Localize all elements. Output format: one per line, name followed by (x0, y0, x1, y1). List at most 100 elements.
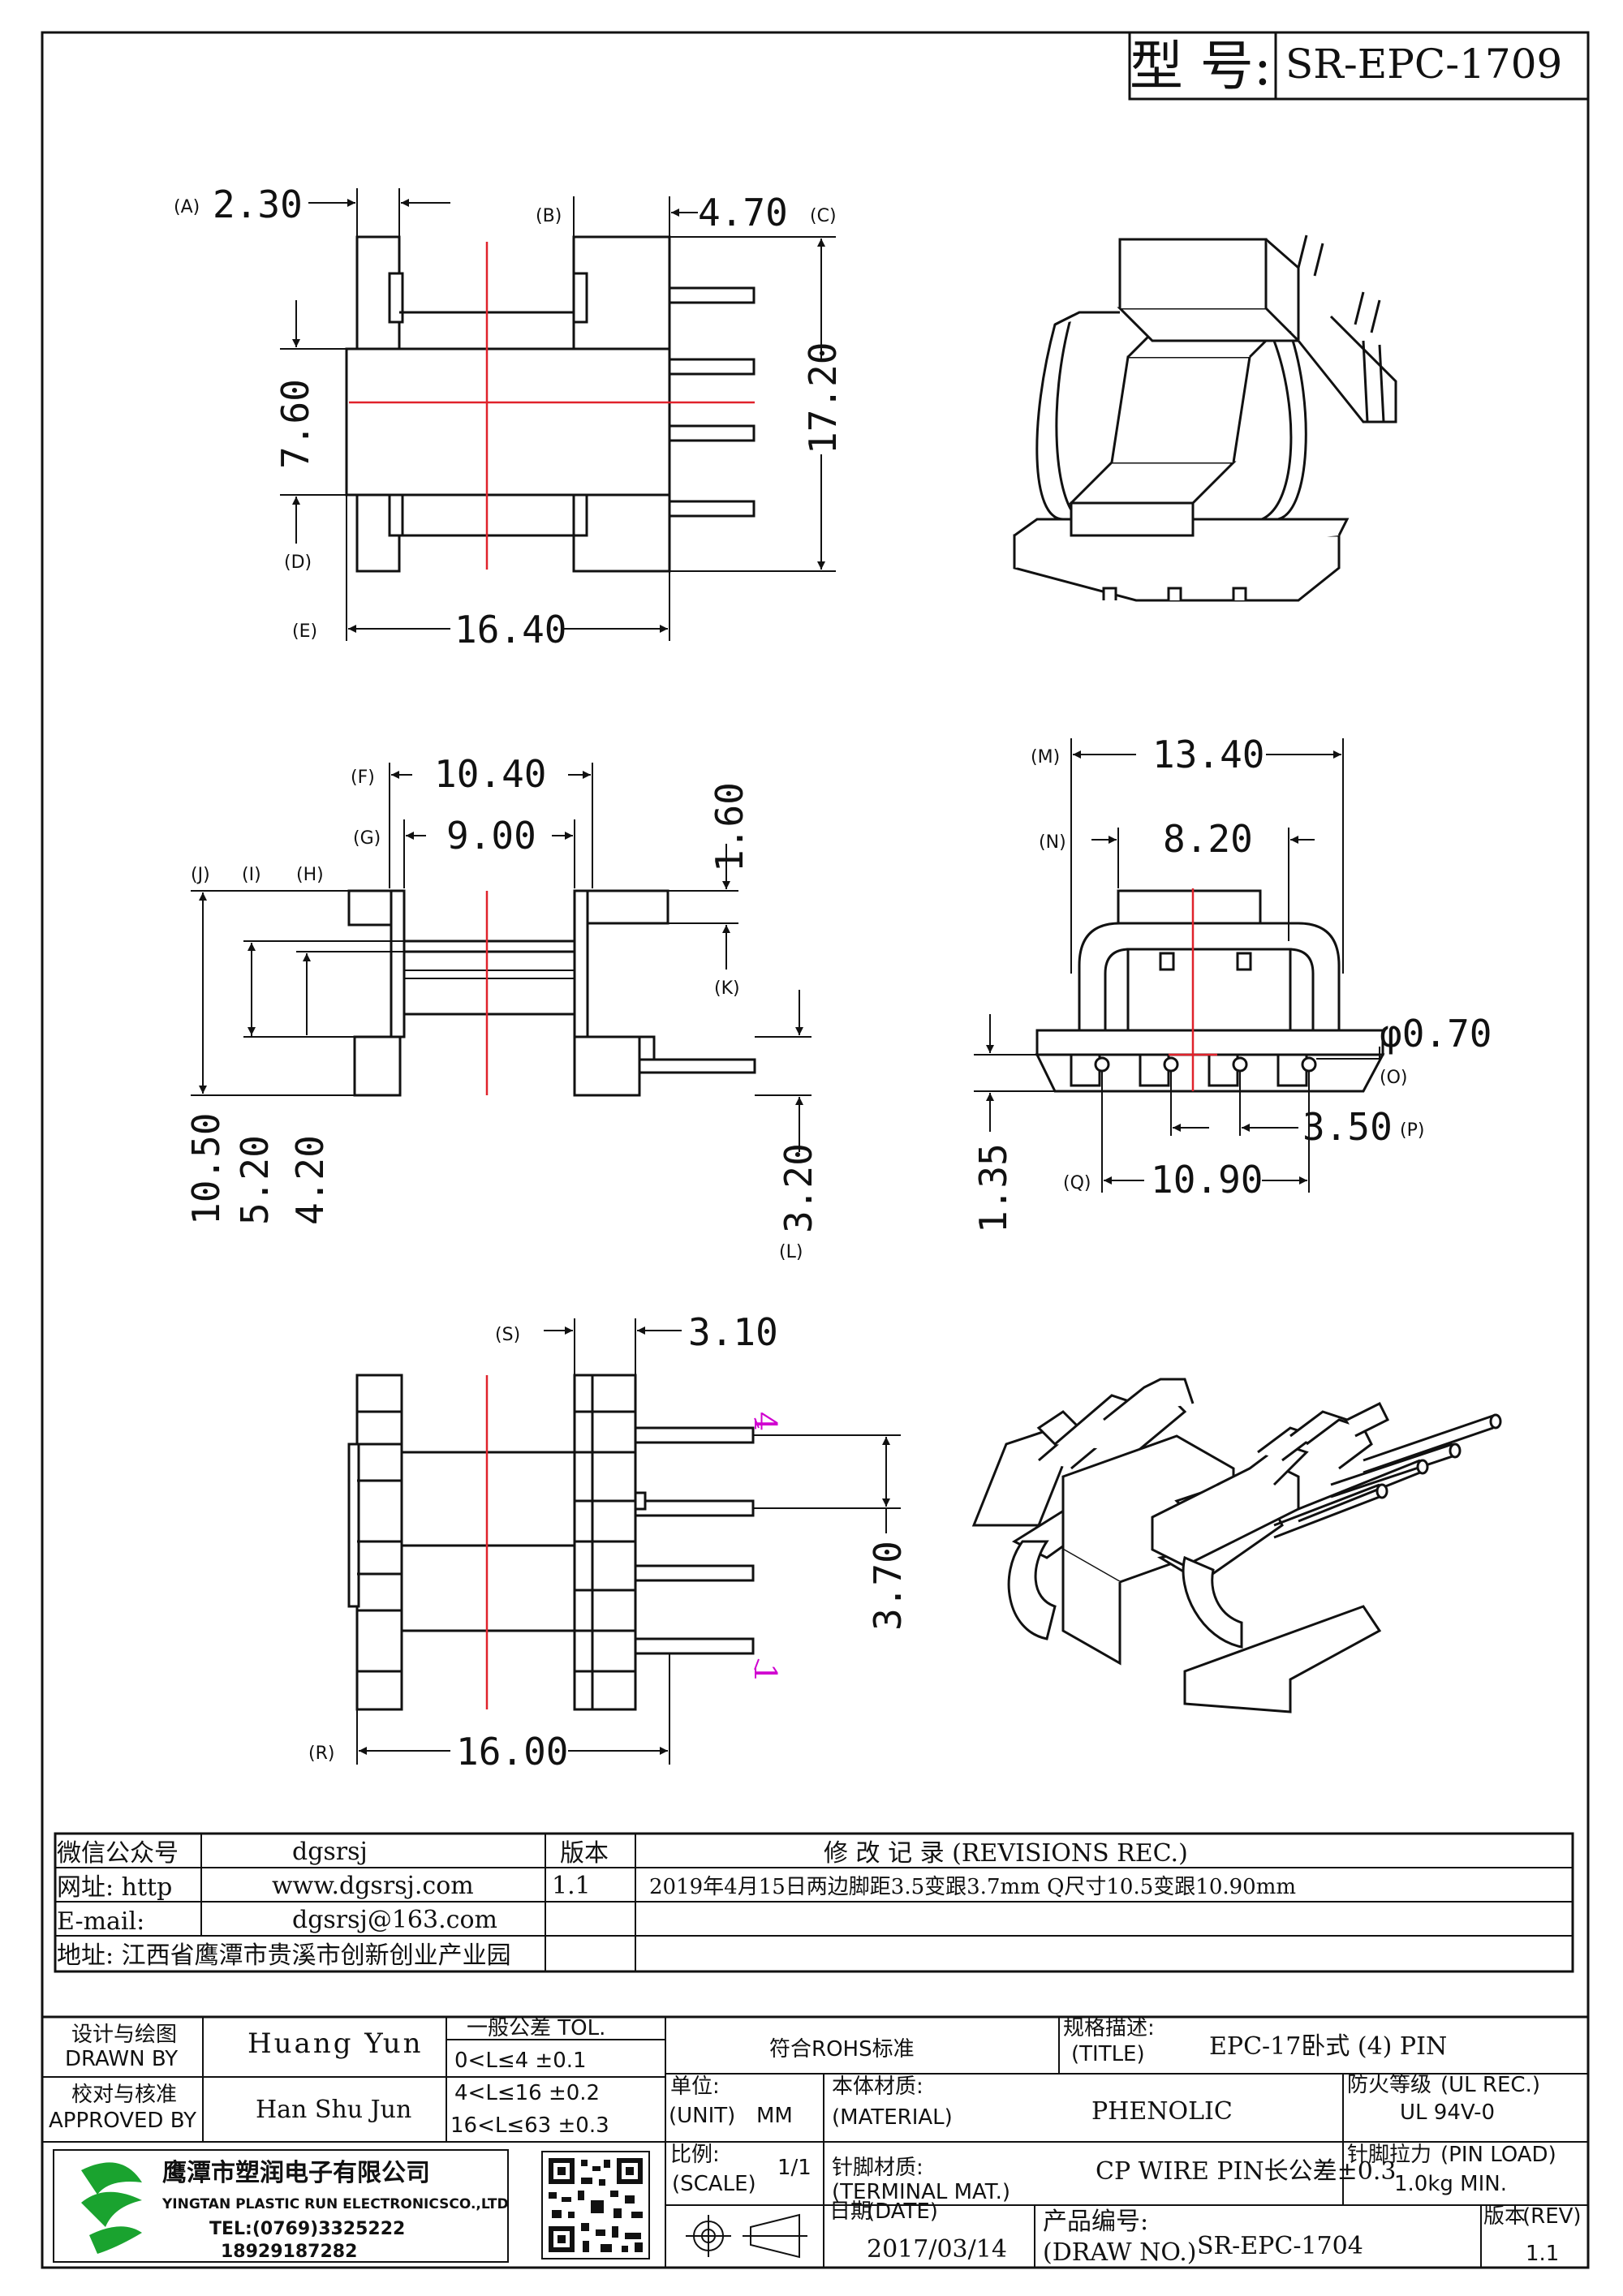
checker-cn: 校对与核准 (71, 2083, 177, 2107)
dim-370: 3.70 (866, 1541, 910, 1631)
drawno-cn: 产品编号: (1043, 2208, 1148, 2236)
terminal-cn: 针脚材质: (832, 2156, 923, 2180)
dim-e: 16.40 (454, 608, 566, 651)
dim-m: 13.40 (1152, 733, 1264, 776)
checker-name: Han Shu Jun (256, 2096, 411, 2124)
company-logo-icon (81, 2162, 142, 2254)
view-end (1035, 888, 1385, 1093)
date-cn: 日期 (829, 2199, 872, 2224)
pin-label-last: 4 (747, 1412, 783, 1431)
view-iso-top (1013, 234, 1397, 602)
dim-letter-q: (Q) (1063, 1173, 1091, 1193)
dim-520: 5.20 (233, 1135, 277, 1225)
dims-front: (F) 10.40 (G) 9.00 1.60 (K) (J) (I) (H) … (184, 752, 820, 1262)
dims-bottom: (S) 3.10 3.70 4 1 (R) 16.00 (308, 1310, 910, 1774)
dim-o: φ0.70 (1380, 1012, 1492, 1056)
dim-letter-o: (O) (1380, 1068, 1408, 1088)
rev-value: 1.1 (1526, 2242, 1559, 2266)
drawno-value: SR-EPC-1704 (1197, 2232, 1363, 2260)
rev-en: (REV) (1522, 2204, 1582, 2229)
dim-l: 3.20 (777, 1143, 820, 1233)
web-label: 网址: http (57, 1873, 172, 1902)
dim-letter-g: (G) (353, 828, 381, 849)
dim-760: 7.60 (273, 379, 317, 469)
checker-en: APPROVED BY (49, 2109, 196, 2133)
records-header: 修 改 记 录 (REVISIONS REC.) (824, 1839, 1188, 1868)
model-value: SR-EPC-1709 (1285, 41, 1562, 88)
designer-cn: 设计与绘图 (71, 2023, 177, 2047)
terminal-value: CP WIRE PIN长公差±0.3 (1096, 2157, 1397, 2186)
company-tel: TEL:(0769)3325222 (209, 2219, 405, 2239)
record-1: 2019年4月15日两边脚距3.5变跟3.7mm Q尺寸10.5变跟10.90m… (649, 1875, 1296, 1899)
pinload-en: (PIN LOAD) (1440, 2143, 1556, 2167)
dim-n: 8.20 (1163, 817, 1253, 861)
dim-letter-a: (A) (174, 197, 200, 217)
dim-r: 16.00 (456, 1730, 568, 1774)
dim-letter-b: (B) (536, 206, 562, 226)
material-cn: 本体材质: (832, 2075, 923, 2099)
dim-letter-k: (K) (714, 978, 740, 999)
dim-q: 10.90 (1151, 1158, 1263, 1202)
revision-table: 微信公众号 dgsrsj 网址: http www.dgsrsj.com E-m… (54, 1832, 1574, 1973)
unit-value: MM (756, 2104, 793, 2128)
dim-letter-e: (E) (292, 621, 317, 642)
scale-cn: 比例: (670, 2143, 720, 2167)
material-en: (MATERIAL) (832, 2105, 953, 2130)
company-mobile: 18929187282 (221, 2242, 357, 2262)
spec-value: EPC-17卧式 (4) PIN (1209, 2032, 1447, 2061)
dim-s: 3.10 (688, 1310, 778, 1354)
dims-side: (A) 2.30 (B) 4.70 (C) 17.20 7.60 (D) (E)… (174, 183, 845, 651)
view-iso-bottom (971, 1378, 1502, 1713)
spec-en: (TITLE) (1071, 2042, 1145, 2066)
email-value: dgsrsj@163.com (292, 1906, 497, 1934)
view-front (347, 889, 756, 1097)
title-block: 设计与绘图 DRAWN BY Huang Yun 校对与核准 APPROVED … (41, 2015, 1590, 2269)
company-en: YINGTAN PLASTIC RUN ELECTRONICSCO.,LTD (161, 2196, 509, 2212)
pinload-cn: 针脚拉力 (1347, 2143, 1431, 2167)
terminal-en: (TERMINAL MAT.) (832, 2180, 1010, 2204)
dim-1050: 10.50 (184, 1113, 228, 1225)
pinload-value: 1.0kg MIN. (1394, 2172, 1507, 2196)
qr-code-icon (541, 2151, 650, 2259)
dim-f: 10.40 (434, 752, 546, 796)
dim-letter-c: (C) (810, 206, 837, 226)
version-header: 版本 (560, 1839, 609, 1868)
material-value: PHENOLIC (1091, 2097, 1233, 2126)
dims-end: (M) 13.40 (N) 8.20 φ0.70 (O) 3.50 (P) (Q… (971, 733, 1492, 1233)
tol-line-1: 0<L≤4 ±0.1 (454, 2049, 587, 2073)
pin-label-first: 1 (747, 1663, 783, 1683)
tol-line-3: 16<L≤63 ±0.3 (450, 2113, 609, 2138)
dim-135: 1.35 (971, 1143, 1015, 1233)
view-bottom (347, 1374, 755, 1711)
dim-letter-j: (J) (191, 865, 210, 885)
wechat-value: dgsrsj (292, 1838, 368, 1866)
rohs-label: 符合ROHS标准 (769, 2037, 915, 2062)
dim-a: 2.30 (213, 183, 303, 226)
unit-cn: 单位: (670, 2075, 720, 2099)
wechat-label: 微信公众号 (57, 1839, 179, 1868)
tol-line-2: 4<L≤16 ±0.2 (454, 2081, 600, 2105)
fire-cn: 防火等级 (1347, 2073, 1431, 2097)
company-cn: 鹰潭市塑润电子有限公司 (162, 2159, 430, 2187)
dim-letter-d: (D) (284, 553, 312, 573)
dim-g: 9.00 (446, 814, 536, 858)
version-value: 1.1 (552, 1872, 591, 1900)
web-value: www.dgsrsj.com (272, 1872, 474, 1900)
dim-420: 4.20 (288, 1135, 332, 1225)
model-label: 型 号: (1130, 35, 1272, 97)
dim-letter-s: (S) (495, 1325, 520, 1345)
unit-en: (UNIT) (669, 2104, 735, 2128)
dim-letter-h: (H) (296, 865, 324, 885)
designer-en: DRAWN BY (65, 2047, 178, 2071)
dim-c: 17.20 (801, 342, 845, 454)
drawno-en: (DRAW NO.) (1043, 2238, 1197, 2267)
dim-letter-m: (M) (1031, 747, 1060, 767)
dim-letter-l: (L) (779, 1242, 803, 1262)
dim-letter-n: (N) (1039, 832, 1066, 853)
dim-letter-f: (F) (351, 767, 375, 788)
dim-p: 3.50 (1302, 1105, 1393, 1149)
dim-letter-i: (I) (242, 865, 261, 885)
address-label: 地址: 江西省鹰潭市贵溪市创新创业产业园 (57, 1941, 511, 1970)
fire-en: (UL REC.) (1440, 2073, 1540, 2097)
